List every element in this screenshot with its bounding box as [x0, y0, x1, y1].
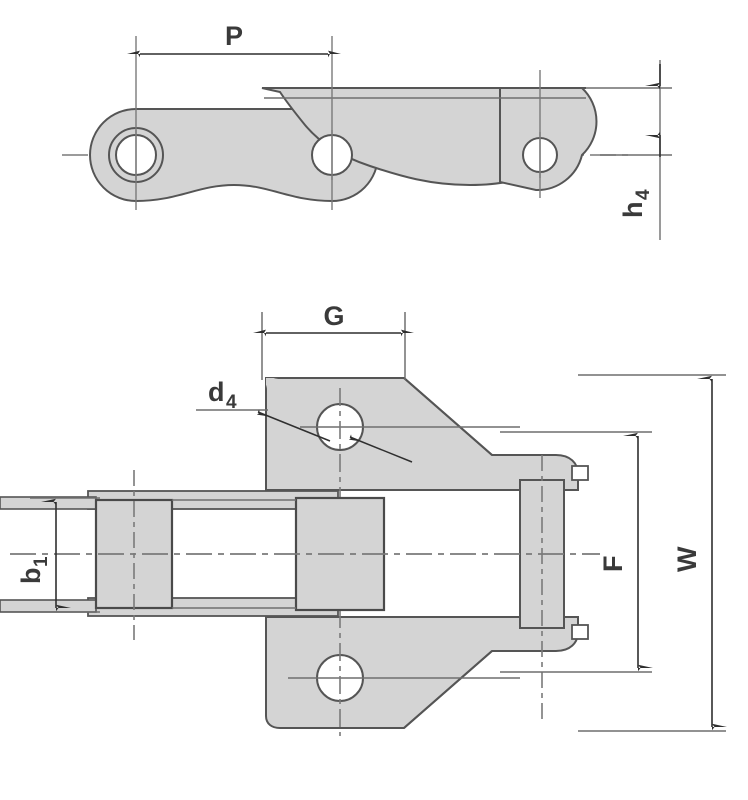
- b1-dimension-label: b: [16, 568, 46, 585]
- bottom-pin-tab: [571, 624, 589, 640]
- outer-link-plate-top: [0, 496, 97, 510]
- w-label-group: W: [672, 546, 702, 572]
- top-plate-bevel-edge: [403, 377, 493, 456]
- w-dimension-label: W: [672, 546, 702, 572]
- f-label-group: F: [598, 556, 628, 573]
- h4-dimension-subscript: 4: [633, 189, 654, 200]
- top-attachment-plate-corner-fill: [266, 378, 280, 390]
- b1-label-group: b 1: [16, 556, 52, 584]
- d4-dimension-label: d: [208, 377, 225, 407]
- d4-leader-arrow-lower: [348, 434, 413, 463]
- h4-dimension-label: h: [618, 202, 648, 219]
- d4-label-group: d 4: [208, 377, 237, 413]
- d4-dimension-subscript: 4: [226, 392, 237, 413]
- h4-label-group: h 4: [618, 189, 654, 218]
- top-pin-tab: [571, 465, 589, 481]
- side-view-group: P h 4: [62, 21, 672, 240]
- f-dimension-label: F: [598, 556, 628, 573]
- bottom-plate-bevel-edge: [403, 650, 493, 729]
- d4-leader-arrow-upper: [256, 409, 331, 442]
- plan-view-group: G d 4 b 1 F: [0, 301, 727, 736]
- pitch-dimension-label: P: [225, 21, 243, 51]
- outer-link-plate-bottom: [0, 599, 97, 613]
- b1-dimension-subscript: 1: [31, 556, 52, 567]
- g-dimension-label: G: [323, 301, 344, 331]
